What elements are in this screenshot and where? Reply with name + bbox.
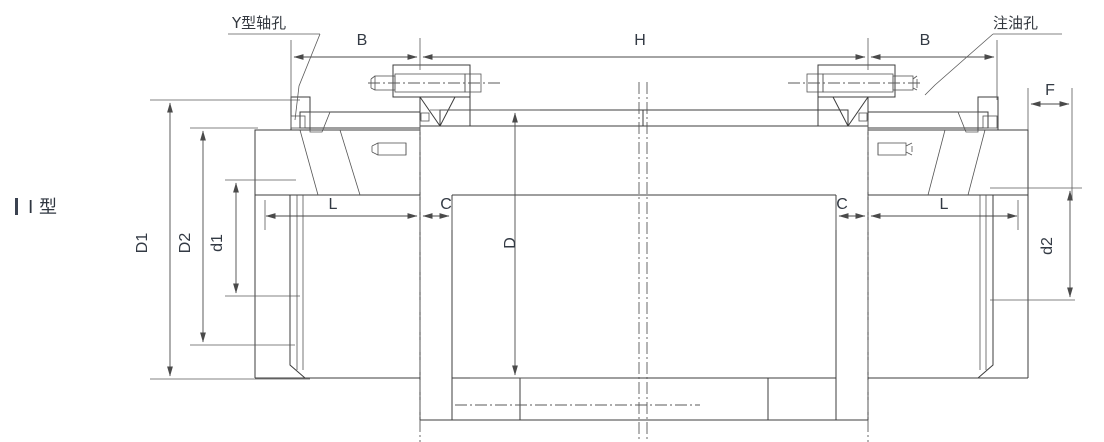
drum-upper-wall-right — [642, 109, 849, 127]
left-hub-split-line-2 — [299, 129, 319, 196]
dim-B-right: B — [870, 32, 998, 100]
left-flange-bolt — [368, 73, 500, 93]
left-hub-split-line — [339, 129, 361, 196]
annotation-oil-hole: 注油孔 — [993, 14, 1038, 32]
right-key-mark — [858, 112, 868, 122]
right-hub-split-line — [927, 129, 946, 196]
dim-label-B-right: B — [920, 32, 931, 49]
dim-H: H — [422, 32, 869, 70]
dim-label-d2: d2 — [1039, 237, 1056, 255]
dim-label-F: F — [1045, 82, 1055, 99]
dim-label-H: H — [634, 32, 646, 49]
left-inner-wedge — [309, 111, 331, 133]
dim-d1: d1 — [209, 179, 300, 297]
leader-y-bore: Y型轴孔 — [228, 14, 321, 121]
dim-label-d1: d1 — [209, 234, 226, 252]
left-set-screw — [371, 142, 407, 156]
dim-C-right: C — [835, 196, 866, 230]
dim-label-D: D — [502, 237, 519, 249]
dim-L-right: L — [870, 196, 1019, 230]
right-set-screw — [877, 142, 913, 156]
right-inner-wedge — [957, 111, 979, 133]
type-label: I 型 — [28, 197, 57, 218]
right-flange-bolt — [788, 73, 920, 93]
dim-D1: D1 — [134, 99, 310, 380]
dim-D: D — [430, 109, 560, 379]
right-hub-split-line-2 — [967, 129, 986, 196]
annotation-y-bore: Y型轴孔 — [231, 14, 286, 32]
leader-oil-hole: 注油孔 — [924, 14, 1062, 96]
dim-label-L-right: L — [940, 196, 949, 213]
assembly-centreline — [419, 82, 869, 442]
dim-label-D1: D1 — [134, 233, 151, 254]
type-label-bar-icon — [15, 198, 18, 215]
dim-label-L-left: L — [329, 196, 338, 213]
type-label-group: I 型 — [15, 197, 57, 218]
dim-D2: D2 — [177, 127, 295, 346]
dim-C-left: C — [422, 196, 453, 230]
left-key-mark — [420, 112, 430, 122]
right-seal-ring — [982, 115, 998, 129]
dim-label-C-left: C — [440, 196, 452, 213]
dim-label-B-left: B — [357, 32, 368, 49]
dim-d2: d2 — [990, 187, 1082, 301]
left-seal-ring — [290, 115, 306, 129]
dim-label-C-right: C — [836, 196, 848, 213]
dim-B-left: B — [290, 32, 421, 100]
dim-label-D2: D2 — [177, 233, 194, 254]
dim-L-left: L — [264, 196, 418, 230]
dim-F: F — [1027, 82, 1073, 200]
